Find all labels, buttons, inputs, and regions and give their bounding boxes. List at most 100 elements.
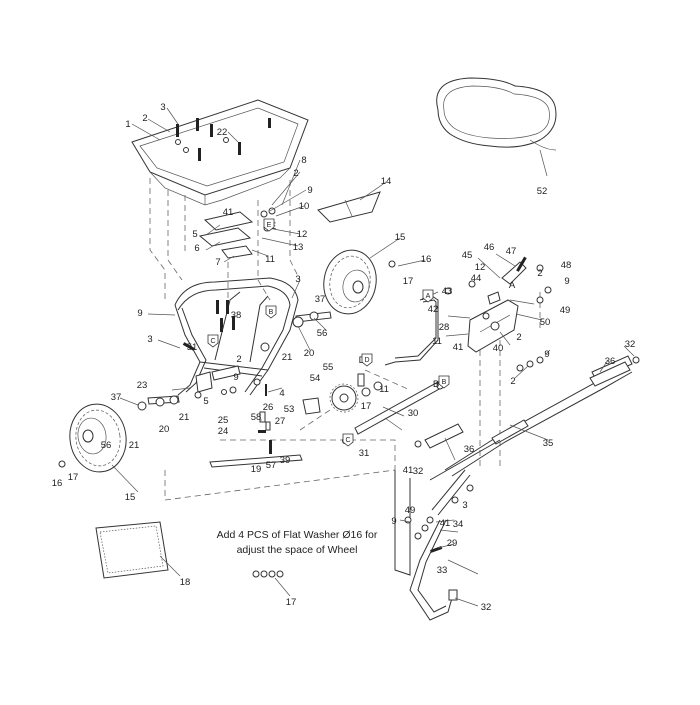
part-callout-43: 43 (442, 286, 453, 297)
part-callout-37: 37 (315, 294, 326, 305)
part-callout-34: 34 (453, 519, 464, 530)
part-callout-9: 9 (564, 276, 569, 287)
connector-letter: B (442, 379, 447, 386)
part-callout-2: 2 (236, 354, 241, 365)
flat-washers (252, 570, 284, 578)
part-callout-17: 17 (68, 472, 79, 483)
part-callout-17: 17 (286, 597, 297, 608)
part-callout-2: 2 (142, 113, 147, 124)
part-callout-44: 44 (471, 273, 482, 284)
part-callout-55: 55 (323, 362, 334, 373)
connector-letter: C (210, 338, 215, 345)
assembly-lines (149, 178, 541, 501)
part-callout-23: 23 (137, 380, 148, 391)
connector-marker-c: C (342, 433, 354, 447)
floor-mat (95, 521, 169, 579)
part-callout-22: 22 (217, 127, 228, 138)
part-callout-38: 38 (231, 310, 242, 321)
part-callout-49: 49 (560, 305, 571, 316)
part-callout-52: 52 (537, 186, 548, 197)
hopper (131, 99, 309, 206)
part-callout-30: 30 (408, 408, 419, 419)
connector-letter: E (267, 222, 272, 229)
part-callout-26: 26 (263, 402, 274, 413)
connector-markers: A B C D E C B (207, 218, 450, 447)
part-callout-18: 18 (180, 577, 191, 588)
part-callout-53: 53 (284, 404, 295, 415)
part-callout-41: 41 (440, 518, 451, 529)
connector-letter: A (426, 293, 431, 300)
part-callout-6: 6 (194, 243, 199, 254)
part-callout-2: 2 (516, 332, 521, 343)
part-callout-A: A (509, 280, 516, 291)
part-callout-8: 8 (301, 155, 306, 166)
part-callout-54: 54 (310, 373, 321, 384)
rain-cover (436, 77, 557, 151)
note-line-1: Add 4 PCS of Flat Washer Ø16 for (216, 529, 378, 541)
part-callout-21: 21 (179, 412, 190, 423)
part-callout-11: 11 (432, 336, 442, 347)
part-callout-9: 9 (137, 308, 142, 319)
part-callout-20: 20 (159, 424, 170, 435)
part-callout-41: 41 (453, 342, 464, 353)
control-rod (384, 280, 476, 366)
part-callout-12: 12 (475, 262, 486, 273)
part-callout-11: 11 (379, 384, 389, 395)
part-callout-7: 7 (215, 257, 220, 268)
part-callout-36: 36 (605, 356, 616, 367)
part-callout-45: 45 (462, 250, 473, 261)
wheel-spacing-note: Add 4 PCS of Flat Washer Ø16 for adjust … (212, 528, 382, 558)
connector-marker-c: C (207, 334, 219, 348)
wheel-right (323, 249, 377, 315)
part-callout-11: 11 (265, 254, 275, 265)
part-callout-17: 17 (403, 276, 414, 287)
part-callout-56: 56 (317, 328, 328, 339)
part-callout-24: 24 (218, 426, 229, 437)
part-callout-16: 16 (52, 478, 63, 489)
control-bracket (467, 256, 552, 372)
wheel-left (58, 403, 127, 473)
frame (174, 277, 321, 454)
note-line-2: adjust the space of Wheel (236, 544, 358, 556)
part-callout-3: 3 (462, 500, 467, 511)
part-callout-41: 41 (223, 207, 234, 218)
connector-letter: C (345, 437, 350, 444)
part-callout-3: 3 (160, 102, 165, 113)
part-callout-25: 25 (218, 415, 229, 426)
part-callout-39: 39 (280, 455, 291, 466)
part-callout-31: 31 (359, 448, 370, 459)
part-callout-5: 5 (192, 229, 197, 240)
part-callout-37: 37 (111, 392, 122, 403)
part-callout-32: 32 (413, 466, 424, 477)
part-callout-21: 21 (282, 352, 293, 363)
connector-marker-d: D (361, 353, 373, 367)
spinner-deflector (317, 191, 381, 223)
part-callout-1: 1 (125, 119, 130, 130)
part-callout-49: 49 (405, 505, 416, 516)
part-callout-2: 2 (510, 376, 515, 387)
part-callout-9: 9 (391, 516, 396, 527)
part-callout-41: 41 (403, 465, 414, 476)
part-callout-19: 19 (251, 464, 262, 475)
part-callout-5: 5 (203, 396, 208, 407)
part-callout-51: 51 (187, 342, 198, 353)
part-callout-2: 2 (537, 268, 542, 279)
part-callout-13: 13 (293, 242, 304, 253)
part-callout-14: 14 (381, 176, 392, 187)
connector-marker-a: A (422, 289, 434, 303)
part-callout-15: 15 (395, 232, 406, 243)
part-callout-3: 3 (147, 334, 152, 345)
agitator-plates (198, 207, 276, 259)
part-callout-B: B (433, 379, 439, 390)
spreader-gear (329, 373, 365, 413)
callout-labels: 1232282910541E1261371114151617933738B562… (52, 102, 636, 613)
connector-marker-e: E (263, 218, 275, 232)
part-callout-46: 46 (484, 242, 495, 253)
part-callout-27: 27 (275, 416, 286, 427)
part-callout-33: 33 (437, 565, 448, 576)
part-callout-32: 32 (625, 339, 636, 350)
part-callout-56: 56 (101, 440, 112, 451)
part-callout-21: 21 (129, 440, 140, 451)
part-callout-2: 2 (293, 168, 298, 179)
